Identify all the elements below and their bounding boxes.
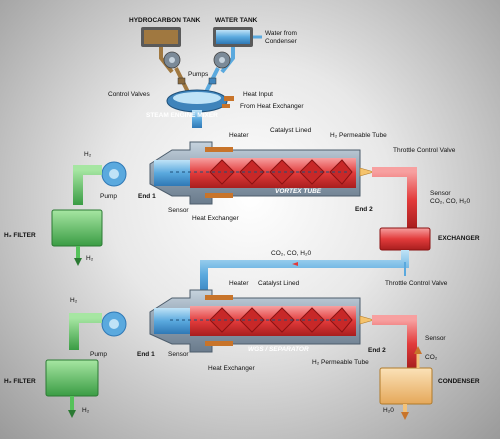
sensor-gases-label: Sensor CO₂, CO, H₂0 — [430, 190, 471, 206]
h2-out-label-upper: H₂ — [86, 255, 94, 262]
pumps-label: Pumps — [188, 71, 209, 78]
sensor-label-lower-right: Sensor — [425, 335, 446, 342]
condenser — [379, 367, 433, 405]
h2-filter-label-lower: H₂ FILTER — [4, 378, 36, 385]
h2-label-lower: H₂ — [70, 297, 78, 304]
co2-co-h2o-label: CO₂, CO, H₂0 — [271, 250, 312, 257]
h2-filter-label-upper: H₂ FILTER — [4, 232, 36, 239]
h2-permeable-tube-label-lower: H₂ Permeable Tube — [312, 359, 369, 366]
h2-label-upper: H₂ — [84, 151, 92, 158]
end1-label-upper: End 1 — [138, 193, 156, 200]
pump-left — [163, 51, 181, 69]
catalyst-lined-label-upper: Catalyst Lined — [270, 127, 312, 134]
pump-upper — [101, 161, 127, 187]
throttle-control-valve-label-lower: Throttle Control Valve — [385, 280, 448, 287]
heat-exchanger-label-upper: Heat Exchanger — [192, 215, 239, 222]
exchanger-label: EXCHANGER — [438, 235, 480, 242]
heat-input-label: Heat Input — [243, 91, 273, 98]
heater-label-lower: Heater — [229, 280, 249, 287]
pump-label-lower: Pump — [90, 351, 107, 358]
h2o-out-label: H₂0 — [383, 407, 394, 414]
heater-label-upper: Heater — [229, 132, 249, 139]
wgs-separator-label: WGS / SEPARATOR — [248, 346, 309, 353]
throttle-valve-upper — [359, 167, 376, 177]
pump-right — [213, 51, 231, 69]
steam-engine-mixer-label: STEAM ENGINE MIXER — [146, 112, 218, 119]
h2-permeable-tube-label-upper: H₂ Permeable Tube — [330, 132, 387, 139]
catalyst-lined-label-lower: Catalyst Lined — [258, 280, 300, 287]
hydrocarbon-tank — [141, 27, 181, 47]
end2-label-lower: End 2 — [368, 347, 386, 354]
pump-label-upper: Pump — [100, 193, 117, 200]
throttle-valve-lower — [359, 315, 376, 325]
h2-filter-upper — [51, 209, 103, 247]
from-heat-exchanger-label: From Heat Exchanger — [240, 103, 304, 110]
steam-engine-mixer — [166, 89, 228, 128]
h2-out-label-lower: H₂ — [82, 407, 90, 414]
vortex-tube-label: VORTEX TUBE — [275, 188, 322, 195]
end1-label-lower: End 1 — [137, 351, 155, 358]
catalyst-spiral-lower — [209, 307, 353, 333]
exchanger — [379, 227, 431, 251]
end2-label-upper: End 2 — [355, 206, 373, 213]
sensor-label-lower: Sensor — [168, 351, 189, 358]
heat-exchanger-label-lower: Heat Exchanger — [208, 365, 255, 372]
sensor-label-upper: Sensor — [168, 207, 189, 214]
control-valve-left — [177, 77, 186, 85]
catalyst-spiral-upper — [209, 159, 353, 185]
h2-filter-lower — [45, 359, 99, 397]
water-from-condenser-label: Water from Condenser — [265, 30, 297, 45]
water-tank — [213, 27, 253, 47]
condenser-label: CONDENSER — [438, 378, 480, 385]
pump-lower — [101, 311, 127, 337]
control-valve-right — [208, 77, 217, 85]
control-valves-label: Control Valves — [108, 91, 150, 98]
hydrocarbon-tank-label: HYDROCARBON TANK — [129, 17, 201, 24]
water-tank-label: WATER TANK — [215, 17, 258, 24]
co2-label: CO₂ — [425, 354, 438, 361]
throttle-control-valve-label-upper: Throttle Control Valve — [393, 147, 456, 154]
